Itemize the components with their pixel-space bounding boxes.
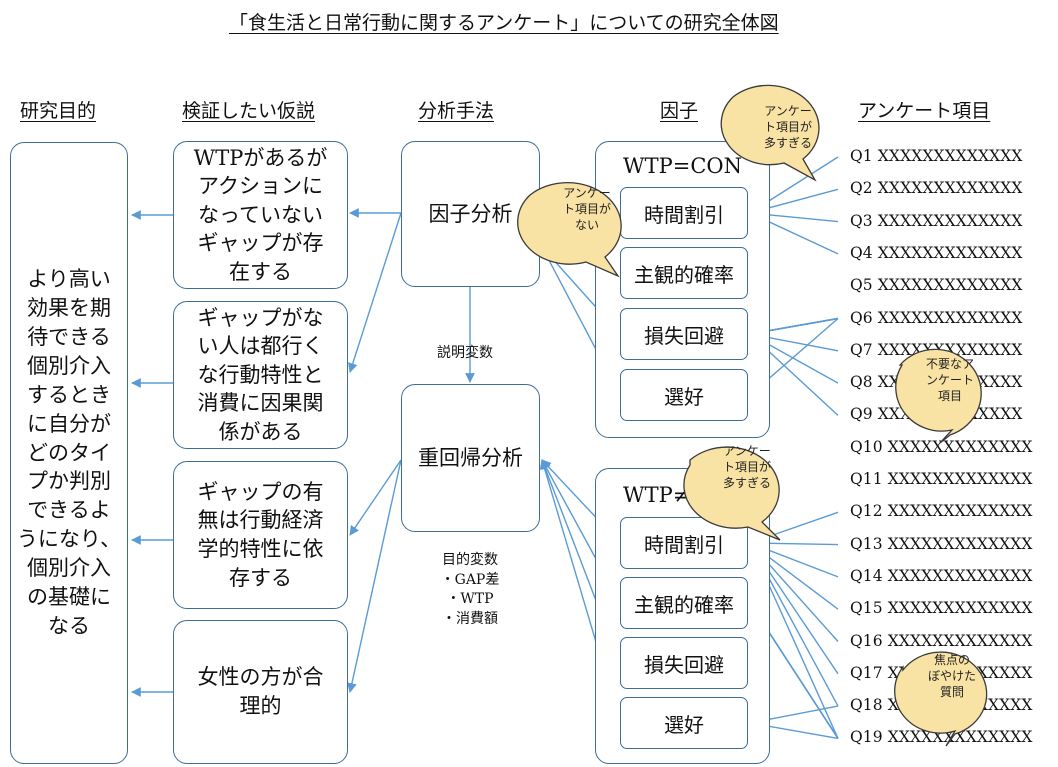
callout-text-3: 不要なア ンケート 項目 [925, 357, 974, 404]
purpose-box: より高い 効果を期 待できる 個別介入 するとき に自分が どのタイ プか判別 … [10, 142, 128, 764]
survey-question-item: Q19 XXXXXXXXXXXXX [850, 728, 1033, 747]
factor-label: 選好 [664, 712, 704, 737]
survey-question-item: Q4 XXXXXXXXXXXXX [850, 243, 1023, 262]
factor-analysis-label: 因子分析 [428, 201, 513, 226]
survey-question-item: Q2 XXXXXXXXXXXXX [850, 179, 1023, 198]
callout-text-1: アンケー ト項目が 多すぎる [763, 104, 812, 151]
header-purpose: 研究目的 [20, 100, 97, 122]
hypothesis-text-1: WTPがあるが アクションに なっていない ギャップが存 在する [193, 145, 328, 284]
survey-question-item: Q16 XXXXXXXXXXXXX [850, 631, 1033, 650]
factor-preference-2: 選好 [620, 697, 748, 749]
arrow-fa-to-h2 [348, 212, 402, 373]
header-survey-items: アンケート項目 [858, 100, 991, 122]
factor-preference-1: 選好 [620, 369, 748, 421]
objective-variables: 目的変数 ・GAP差 ・WTP ・消費額 [440, 552, 500, 627]
survey-question-item: Q6 XXXXXXXXXXXXX [850, 308, 1023, 327]
survey-question-item: Q13 XXXXXXXXXXXXX [850, 534, 1033, 553]
arrow-reg-to-h3 [349, 459, 402, 536]
hypothesis-text-4: 女性の方が合 理的 [197, 665, 324, 718]
factor-group-1-title: WTP=CON [623, 154, 742, 178]
factor-loss-aversion-1: 損失回避 [620, 308, 748, 360]
factor-loss-aversion-2: 損失回避 [620, 637, 748, 689]
header-method: 分析手法 [418, 100, 495, 122]
purpose-text: より高い 効果を期 待できる 個別介入 するとき に自分が どのタイ プか判別 … [16, 266, 122, 639]
survey-question-item: Q9 XXXXXXXXXXXXX [850, 405, 1023, 424]
hypothesis-text-2: ギャップがな い人は都行く な行動特性と 消費に因果関 係がある [197, 305, 324, 444]
factor-label: 選好 [664, 384, 704, 409]
factor-time-discount-2: 時間割引 [620, 517, 748, 569]
factor-time-discount-1: 時間割引 [620, 187, 748, 239]
diagram-title: 「食生活と日常行動に関するアンケート」についての研究全体図 [229, 12, 779, 34]
survey-question-item: Q3 XXXXXXXXXXXXX [850, 211, 1023, 230]
hypothesis-box-2: ギャップがな い人は都行く な行動特性と 消費に因果関 係がある [173, 301, 348, 449]
hypothesis-box-1: WTPがあるが アクションに なっていない ギャップが存 在する [173, 141, 348, 289]
factor-subjective-probability-1: 主観的確率 [620, 247, 748, 299]
header-hypothesis: 検証したい仮説 [182, 100, 316, 122]
factor-label: 主観的確率 [634, 262, 734, 287]
factor-subjective-probability-2: 主観的確率 [620, 577, 748, 629]
callout-text-5: 焦点の ぼやけた 質問 [927, 653, 976, 700]
regression-box: 重回帰分析 [401, 384, 540, 532]
hypothesis-box-3: ギャップの有 無は行動経済 学的特性に依 存する [173, 461, 348, 609]
factor-label: 主観的確率 [634, 592, 734, 617]
survey-question-item: Q10 XXXXXXXXXXXXX [850, 437, 1033, 456]
callout-text-4: アンケー ト項目が 多すぎる [722, 444, 771, 491]
survey-question-item: Q15 XXXXXXXXXXXXX [850, 599, 1033, 618]
survey-question-item: Q5 XXXXXXXXXXXXX [850, 276, 1023, 295]
factor-label: 時間割引 [644, 532, 724, 557]
hypothesis-text-3: ギャップの有 無は行動経済 学的特性に依 存する [197, 479, 324, 590]
arrow-reg-to-h4 [347, 459, 402, 693]
factor-label: 損失回避 [644, 323, 724, 348]
factor-analysis-box: 因子分析 [401, 141, 540, 287]
survey-question-item: Q11 XXXXXXXXXXXXX [850, 470, 1033, 488]
regression-label: 重回帰分析 [418, 445, 523, 470]
factor-label: 時間割引 [644, 202, 724, 227]
survey-question-item: Q12 XXXXXXXXXXXXX [850, 502, 1033, 521]
hypothesis-box-4: 女性の方が合 理的 [173, 620, 348, 764]
explanatory-variable-label: 説明変数 [437, 345, 493, 361]
header-factor: 因子 [660, 100, 699, 122]
survey-question-item: Q1 XXXXXXXXXXXXX [850, 147, 1023, 165]
callout-text-2: アンケー ト項目が ない [562, 186, 611, 233]
factor-label: 損失回避 [644, 652, 724, 677]
survey-question-item: Q14 XXXXXXXXXXXXX [850, 566, 1033, 585]
